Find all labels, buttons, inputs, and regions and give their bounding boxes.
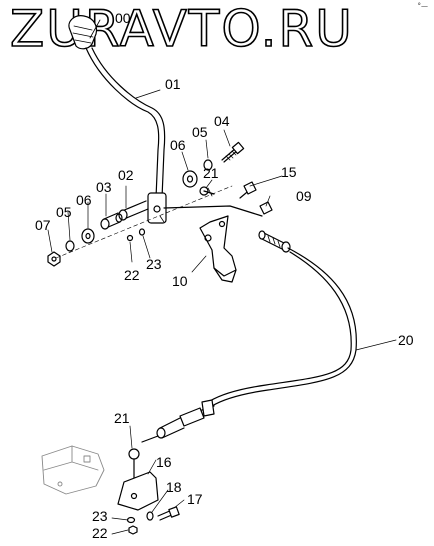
part-label-22-upper: 22: [124, 267, 140, 283]
leader-20: [355, 339, 397, 351]
part-label-23-upper: 23: [146, 256, 162, 272]
part-label-21-upper: 21: [203, 165, 219, 181]
lower-washer-part: [146, 511, 154, 521]
shift-lever-part: [85, 47, 167, 224]
cable-bracket-part: [199, 215, 237, 283]
jam-nut-part: [259, 201, 273, 215]
part-label-10: 10: [172, 273, 188, 289]
part-label-16: 16: [156, 454, 172, 470]
part-label-07: 07: [35, 217, 51, 233]
washer-upper-part: [203, 159, 213, 171]
part-label-05-lower: 05: [56, 204, 72, 220]
small-nut-lower-part: [128, 525, 138, 535]
cable-end-upper: [258, 230, 291, 253]
ball-joint-lower-part: [128, 435, 159, 481]
assembly-axis: [55, 185, 233, 259]
lower-bracket-part: [117, 471, 159, 511]
part-label-17: 17: [187, 491, 203, 507]
cable-end-lower: [156, 399, 215, 439]
lever-knob-part: [68, 15, 98, 50]
part-label-01: 01: [165, 76, 181, 92]
leader-00: [89, 19, 101, 39]
leader-01: [135, 89, 161, 99]
small-washer-upper-part: [138, 228, 146, 236]
watermark: ZURAVTO.RU: [9, 0, 354, 58]
ball-joint-upper-part: [199, 186, 215, 197]
leader-lines: [47, 129, 283, 535]
part-label-15: 15: [281, 164, 297, 180]
pivot-bushings-part: [100, 200, 149, 230]
bolt-part: [221, 141, 245, 163]
flat-washer-lower-part: [81, 228, 95, 244]
part-label-21-lower: 21: [114, 410, 130, 426]
flat-washer-upper-part: [182, 170, 198, 188]
part-label-18: 18: [166, 479, 182, 495]
transmission-housing: [41, 445, 105, 495]
control-cable-part: [209, 247, 357, 407]
washer-lower-part: [65, 240, 75, 252]
part-label-22-lower: 22: [92, 525, 108, 541]
small-nut-upper-part: [126, 234, 134, 242]
part-label-09: 09: [296, 188, 312, 204]
part-label-23-lower: 23: [92, 508, 108, 524]
nut-part: [47, 251, 61, 267]
connecting-rod-part: [163, 205, 263, 217]
part-label-06-lower: 06: [76, 192, 92, 208]
part-label-05-upper: 05: [192, 124, 208, 140]
part-label-02: 02: [118, 167, 134, 183]
corner-mark: °—: [417, 2, 429, 10]
small-washer-lower-part: [126, 516, 136, 524]
clamp-bolt-part: [239, 181, 257, 199]
part-label-04: 04: [214, 113, 230, 129]
lower-bolt-part: [157, 506, 180, 521]
part-label-03: 03: [96, 179, 112, 195]
part-label-00: 00: [115, 10, 131, 26]
part-label-20: 20: [398, 332, 414, 348]
part-label-06-upper: 06: [170, 137, 186, 153]
